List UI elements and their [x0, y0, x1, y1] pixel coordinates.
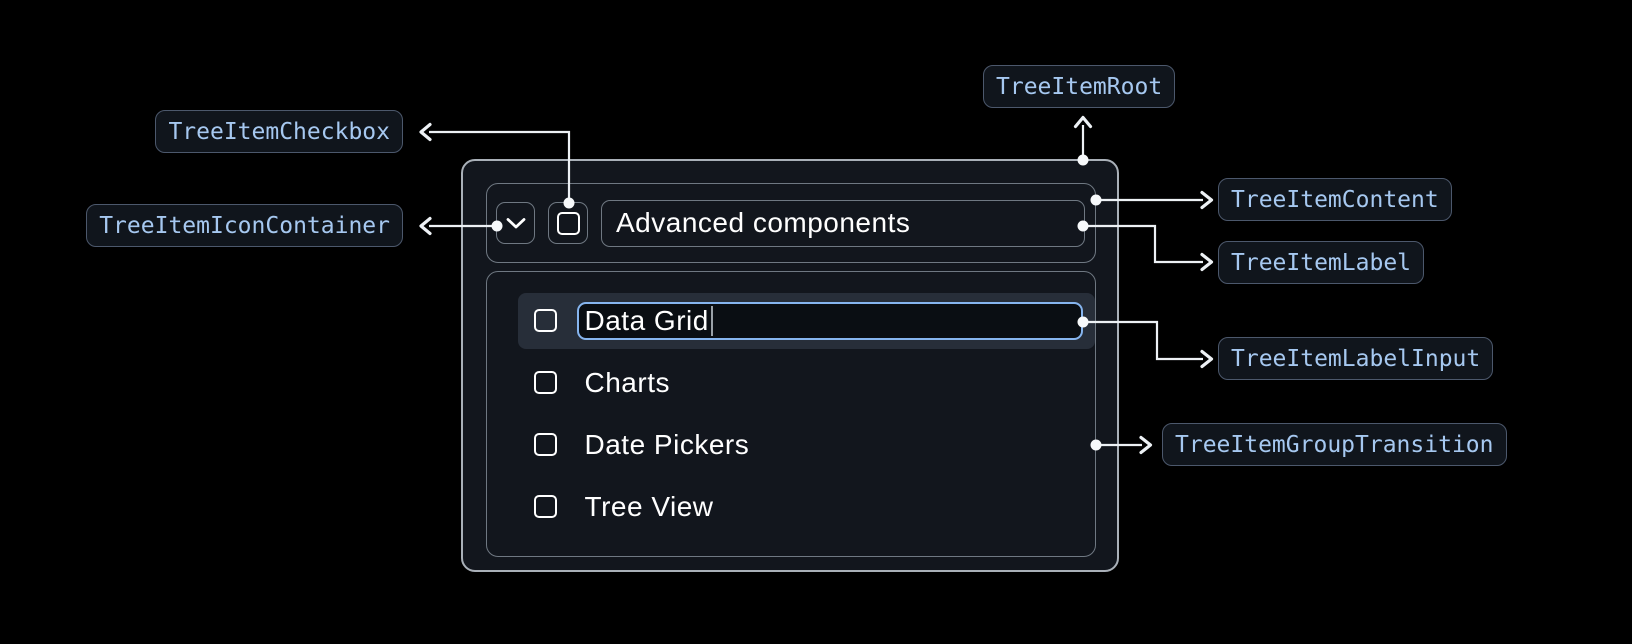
label-input-value: Data Grid	[584, 304, 709, 336]
badge-tree-item-icon-container: TreeItemIconContainer	[86, 204, 403, 247]
tree-item-content-row[interactable]: Advanced components	[486, 183, 1096, 263]
tree-item-row-editing[interactable]: Data Grid	[517, 292, 1095, 349]
tree-item-row[interactable]: Charts	[518, 355, 1095, 411]
tree-item-label-input-field[interactable]: Data Grid	[576, 301, 1083, 340]
tree-item-label-text: Advanced components	[616, 207, 911, 238]
text-cursor	[710, 305, 714, 336]
badge-tree-item-content: TreeItemContent	[1218, 178, 1452, 221]
tree-item-label-box[interactable]: Advanced components	[601, 199, 1085, 247]
tree-item-root-panel	[461, 159, 1119, 572]
badge-tree-item-checkbox: TreeItemCheckbox	[155, 110, 403, 153]
badge-tree-item-label: TreeItemLabel	[1218, 241, 1425, 284]
badge-tree-item-root: TreeItemRoot	[983, 65, 1176, 108]
tree-item-row[interactable]: Date Pickers	[518, 417, 1095, 473]
tree-item-label-text: Charts	[584, 366, 670, 398]
tree-item-label-text: Tree View	[584, 490, 714, 522]
tree-item-group-transition-container: Data Grid Charts Date Pickers Tree View	[486, 271, 1096, 557]
badge-tree-item-group-transition: TreeItemGroupTransition	[1162, 423, 1507, 466]
tree-item-icon-container-button[interactable]	[496, 202, 535, 244]
checkbox-unchecked-icon[interactable]	[533, 371, 557, 394]
badge-tree-item-label-input: TreeItemLabelInput	[1218, 337, 1494, 380]
checkbox-unchecked-icon[interactable]	[533, 433, 557, 456]
checkbox-unchecked-icon	[556, 211, 580, 235]
tree-item-label-text: Date Pickers	[584, 428, 750, 460]
tree-item-checkbox-button[interactable]	[548, 202, 588, 244]
chevron-down-icon	[506, 218, 525, 229]
tree-item-row[interactable]: Tree View	[518, 479, 1095, 535]
checkbox-unchecked-icon[interactable]	[533, 309, 557, 332]
checkbox-unchecked-icon[interactable]	[533, 495, 557, 518]
